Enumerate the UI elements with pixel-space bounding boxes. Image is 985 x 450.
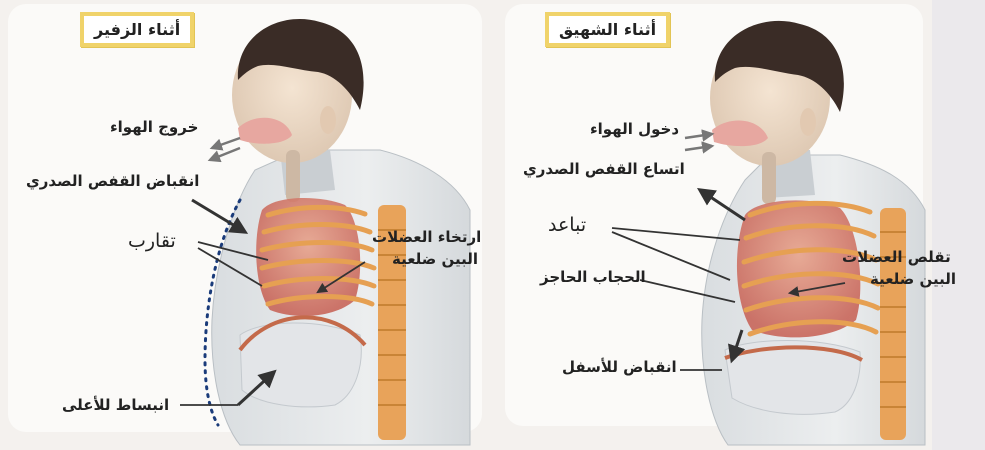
- inhale-spine: [880, 208, 906, 440]
- label-ribcage-expand: اتساع القفص الصدري: [523, 160, 685, 178]
- exhale-abdomen: [240, 323, 361, 407]
- inhale-title: أثناء الشهيق: [545, 12, 670, 47]
- label-muscles-contract-1: تقلص العضلات: [842, 248, 951, 266]
- label-muscles-relax-2: البين ضلعية: [392, 250, 478, 268]
- label-muscles-relax-1: ارتخاء العضلات: [372, 228, 481, 246]
- exhale-air-arrows: [210, 138, 240, 160]
- exhale-trachea: [286, 150, 300, 202]
- exhale-ear: [320, 106, 336, 134]
- inhale-lungs: [737, 200, 860, 337]
- label-ribcage-contract: انقباض القفص الصدري: [26, 172, 199, 190]
- exhale-title: أثناء الزفير: [80, 12, 194, 47]
- label-muscles-contract-2: البين ضلعية: [870, 270, 956, 288]
- label-diaphragm-down: انقباض للأسفل: [562, 358, 677, 376]
- label-diaphragm-up: انبساط للأعلى: [62, 396, 169, 414]
- inhale-figure: [685, 21, 925, 445]
- inhale-air-arrows: [685, 134, 712, 150]
- inhale-trachea: [762, 152, 776, 204]
- inhale-ear: [800, 108, 816, 136]
- label-converge: تقارب: [128, 230, 176, 252]
- label-air-in: دخول الهواء: [590, 120, 679, 138]
- label-air-out: خروج الهواء: [110, 118, 198, 136]
- label-diverge: تباعد: [548, 214, 586, 236]
- label-diaphragm: الحجاب الحاجز: [540, 268, 646, 286]
